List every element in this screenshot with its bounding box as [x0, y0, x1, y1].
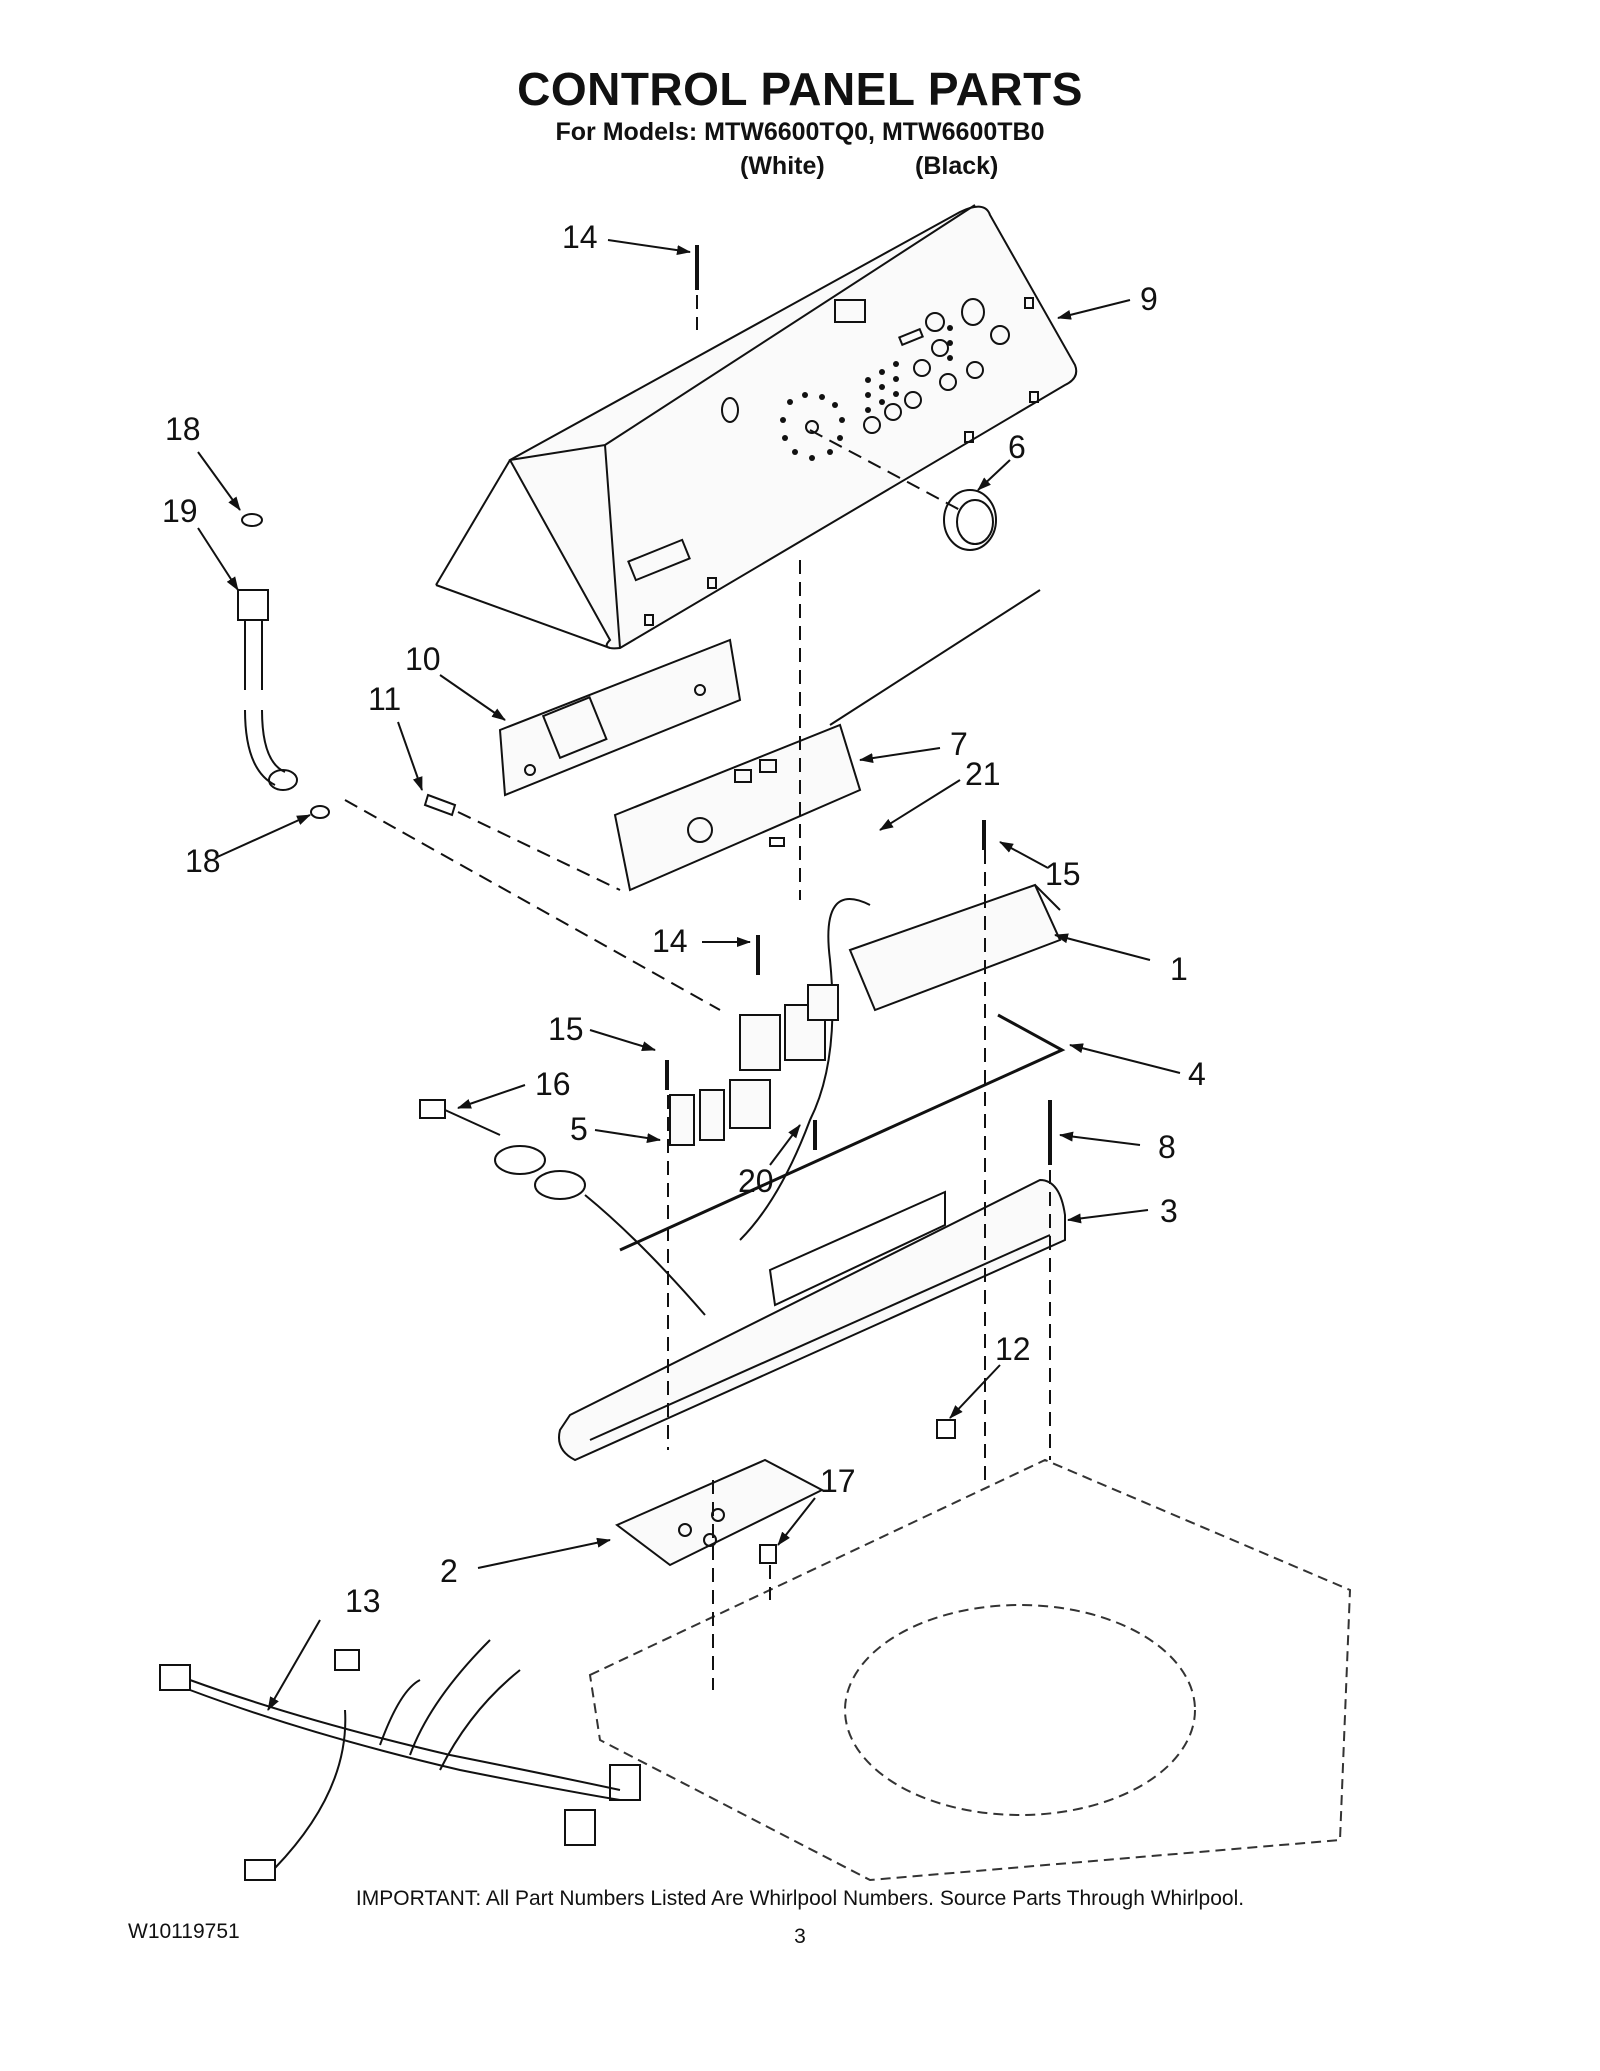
- cord-part: [419, 1099, 706, 1316]
- mounting-plate-part: [615, 1458, 825, 1567]
- callout-label: 5: [570, 1111, 588, 1147]
- callout-label: 8: [1158, 1129, 1176, 1165]
- callout-label: 1: [1170, 951, 1188, 987]
- water-valve-part: [669, 984, 839, 1146]
- wire-harness-part: [159, 1639, 641, 1881]
- cabinet-top-outline: [588, 1458, 1352, 1882]
- hose-part: [237, 513, 330, 819]
- callout-label: 18: [165, 411, 201, 447]
- callout-label: 9: [1140, 281, 1158, 317]
- console-base-part: [558, 1178, 1066, 1462]
- ui-board-part: [613, 723, 862, 892]
- callout-label: 12: [995, 1331, 1031, 1367]
- callout-label: 10: [405, 641, 441, 677]
- callout-label: 14: [652, 923, 688, 959]
- callout-label: 14: [562, 219, 598, 255]
- callout-label: 15: [548, 1011, 584, 1047]
- callout-label: 15: [1045, 856, 1081, 892]
- page-number: 3: [794, 1925, 806, 1948]
- callout-label: 4: [1188, 1056, 1206, 1092]
- console-housing-part: [435, 204, 1078, 650]
- callout-label: 18: [185, 843, 221, 879]
- clip-part: [936, 1419, 956, 1439]
- callout-label: 13: [345, 1583, 381, 1619]
- footer-note: IMPORTANT: All Part Numbers Listed Are W…: [355, 1887, 1245, 1910]
- callout-leaders: [197, 239, 1181, 1711]
- callout-label: 2: [440, 1553, 458, 1589]
- rod-part: [619, 1013, 1066, 1252]
- callout-label: 3: [1160, 1193, 1178, 1229]
- page-title: CONTROL PANEL PARTS: [517, 63, 1083, 115]
- document-number: W10119751: [128, 1920, 240, 1943]
- model-color-black: (Black): [915, 152, 999, 180]
- callout-label: 16: [535, 1066, 571, 1102]
- console-indicator-dots: [780, 325, 953, 461]
- callout-label: 11: [368, 681, 401, 717]
- model-color-white: (White): [740, 152, 825, 180]
- ui-board-wire: [829, 589, 1041, 726]
- callout-label: 19: [162, 493, 198, 529]
- knob-part: [943, 489, 997, 551]
- callout-label: 17: [820, 1463, 856, 1499]
- callout-label: 20: [738, 1163, 774, 1199]
- callout-label: 7: [950, 726, 968, 762]
- machine-control-part: [848, 883, 1062, 1012]
- display-bracket-part: [498, 638, 742, 797]
- screw-part: [423, 793, 457, 817]
- control-wire: [739, 898, 871, 1241]
- model-subtitle: For Models: MTW6600TQ0, MTW6600TB0: [555, 118, 1045, 146]
- callout-label: 21: [965, 756, 1001, 792]
- clip-part: [759, 1544, 777, 1564]
- callout-label: 6: [1008, 429, 1026, 465]
- alignment-lines: [344, 295, 1051, 1690]
